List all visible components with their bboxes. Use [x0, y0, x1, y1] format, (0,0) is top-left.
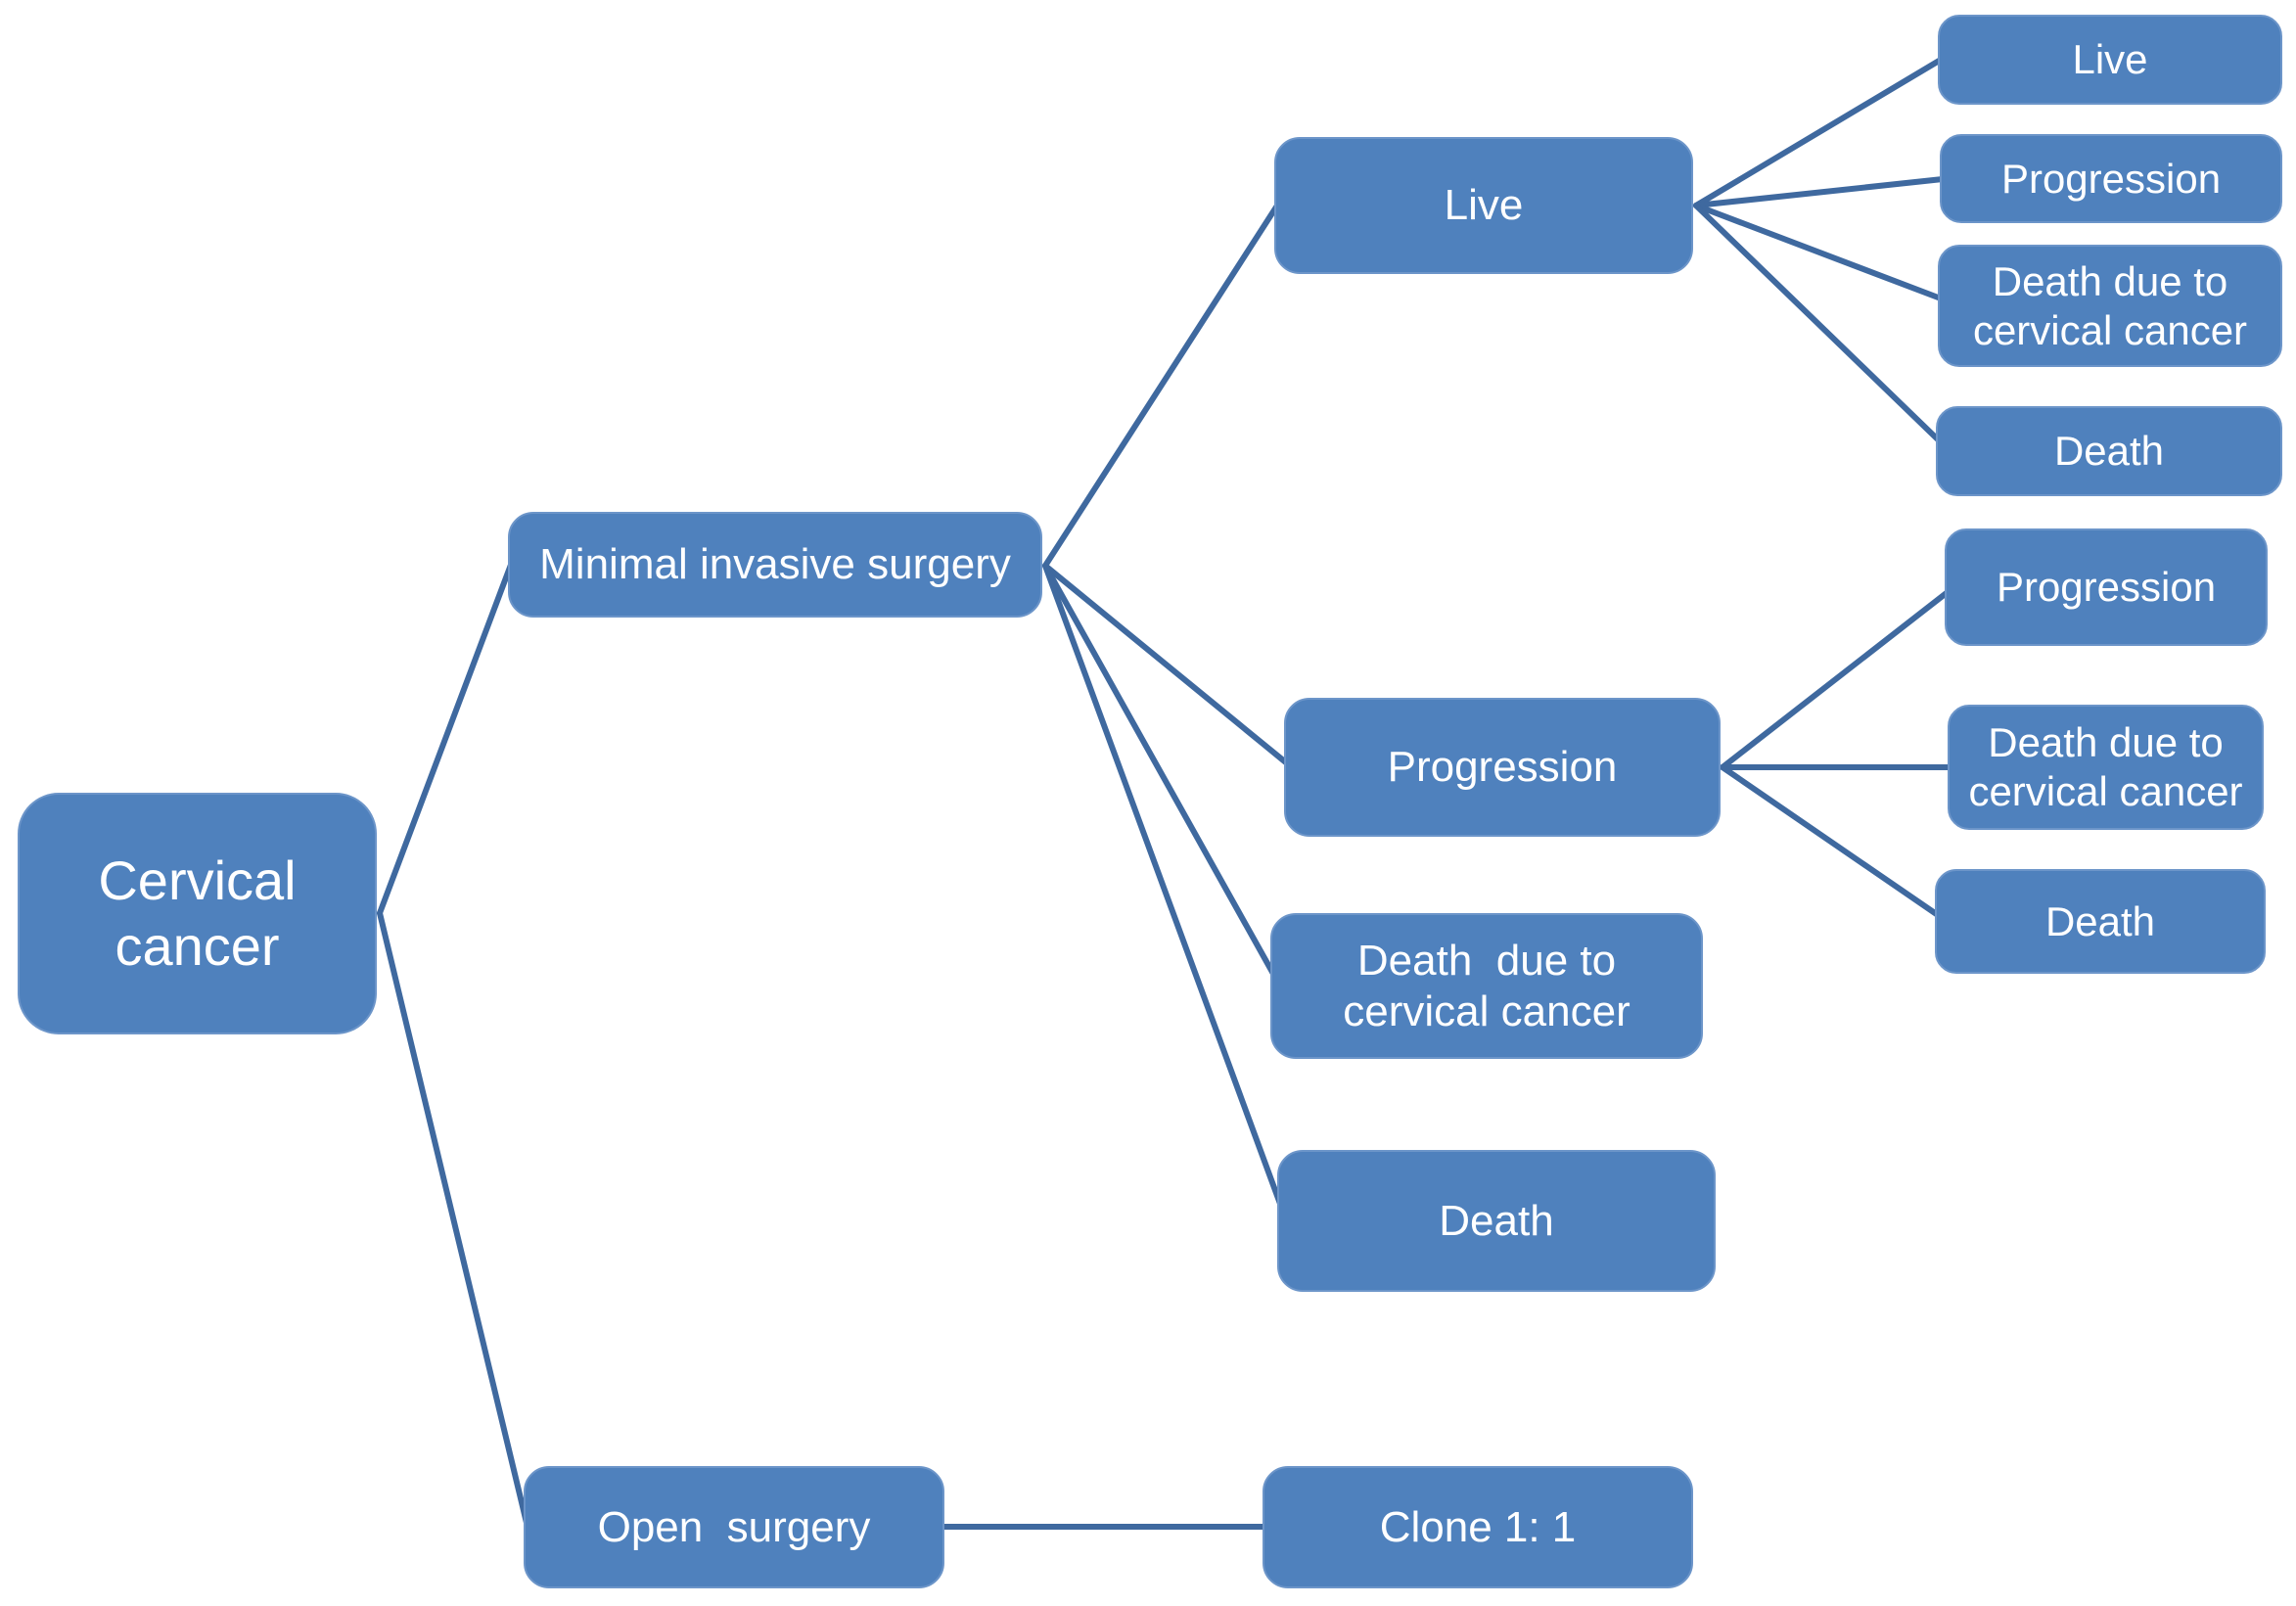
node-death-l4b: Death: [1935, 869, 2266, 974]
connector-live-live: [1693, 57, 1944, 208]
node-progression-l4b: Progression: [1945, 528, 2268, 646]
connector-minimal-live: [1042, 203, 1280, 569]
connector-minimal-death: [1042, 563, 1283, 1207]
node-death-cervical-cancer-l4b: Death due to cervical cancer: [1948, 705, 2264, 830]
connector-root-open-surgery: [377, 910, 529, 1526]
node-minimal-invasive-surgery: Minimal invasive surgery: [508, 512, 1042, 618]
node-death-cervical-cancer-l3: Death due to cervical cancer: [1270, 913, 1703, 1059]
node-death-l4a: Death: [1936, 406, 2282, 496]
connector-root-minimal-invasive: [377, 562, 514, 916]
node-live-l4: Live: [1938, 15, 2282, 105]
node-clone-1-1: Clone 1: 1: [1263, 1466, 1693, 1588]
connector-live-death-cc: [1693, 203, 1944, 301]
node-progression-l4a: Progression: [1940, 134, 2282, 223]
node-death-cervical-cancer-l4a: Death due to cervical cancer: [1938, 245, 2282, 367]
connector-minimal-death-cc: [1042, 563, 1276, 977]
node-live-l3: Live: [1274, 137, 1693, 274]
node-progression-l3: Progression: [1284, 698, 1721, 837]
connector-live-death: [1693, 203, 1942, 443]
connector-progression-death: [1720, 764, 1941, 918]
connector-progression-progression: [1720, 589, 1951, 770]
connector-minimal-progression: [1042, 563, 1290, 766]
node-cervical-cancer: Cervical cancer: [18, 793, 377, 1034]
connector-live-progression: [1693, 176, 1946, 208]
node-death-l3: Death: [1277, 1150, 1716, 1292]
node-open-surgery: Open surgery: [524, 1466, 944, 1588]
